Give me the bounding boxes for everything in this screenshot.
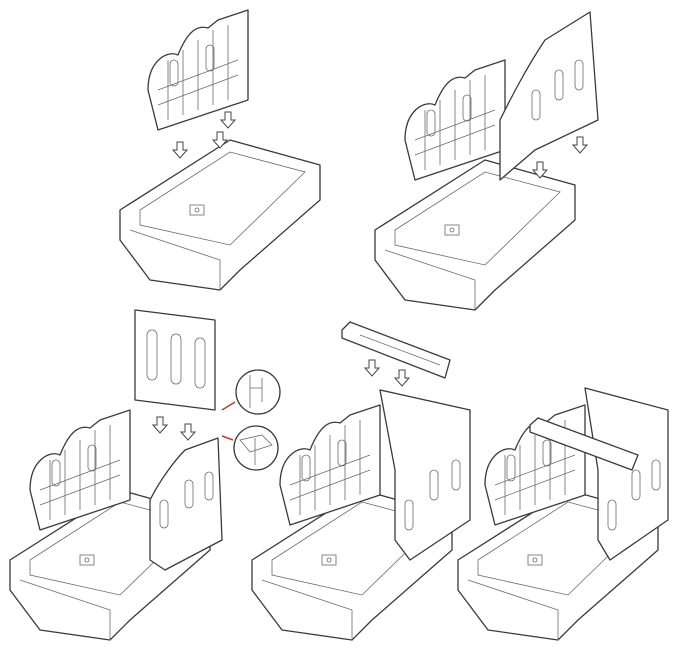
base-tray xyxy=(119,139,321,291)
insert-arrow-icon xyxy=(364,359,410,387)
side-wall xyxy=(499,11,599,181)
base-tray xyxy=(374,159,576,311)
step-3 xyxy=(9,309,281,641)
step-4 xyxy=(251,321,471,641)
top-bar xyxy=(529,417,639,471)
step-5 xyxy=(457,387,669,641)
detail-callout-bottom xyxy=(221,425,279,471)
step-2 xyxy=(374,11,599,311)
step-1 xyxy=(119,9,321,291)
frame xyxy=(584,387,669,561)
side-wall xyxy=(149,437,223,571)
frame xyxy=(379,389,471,561)
insert-arrow-icon xyxy=(152,416,196,441)
front-panel xyxy=(134,309,216,411)
top-bar xyxy=(341,321,451,379)
back-wall xyxy=(147,9,249,131)
detail-callout-top xyxy=(221,369,281,415)
